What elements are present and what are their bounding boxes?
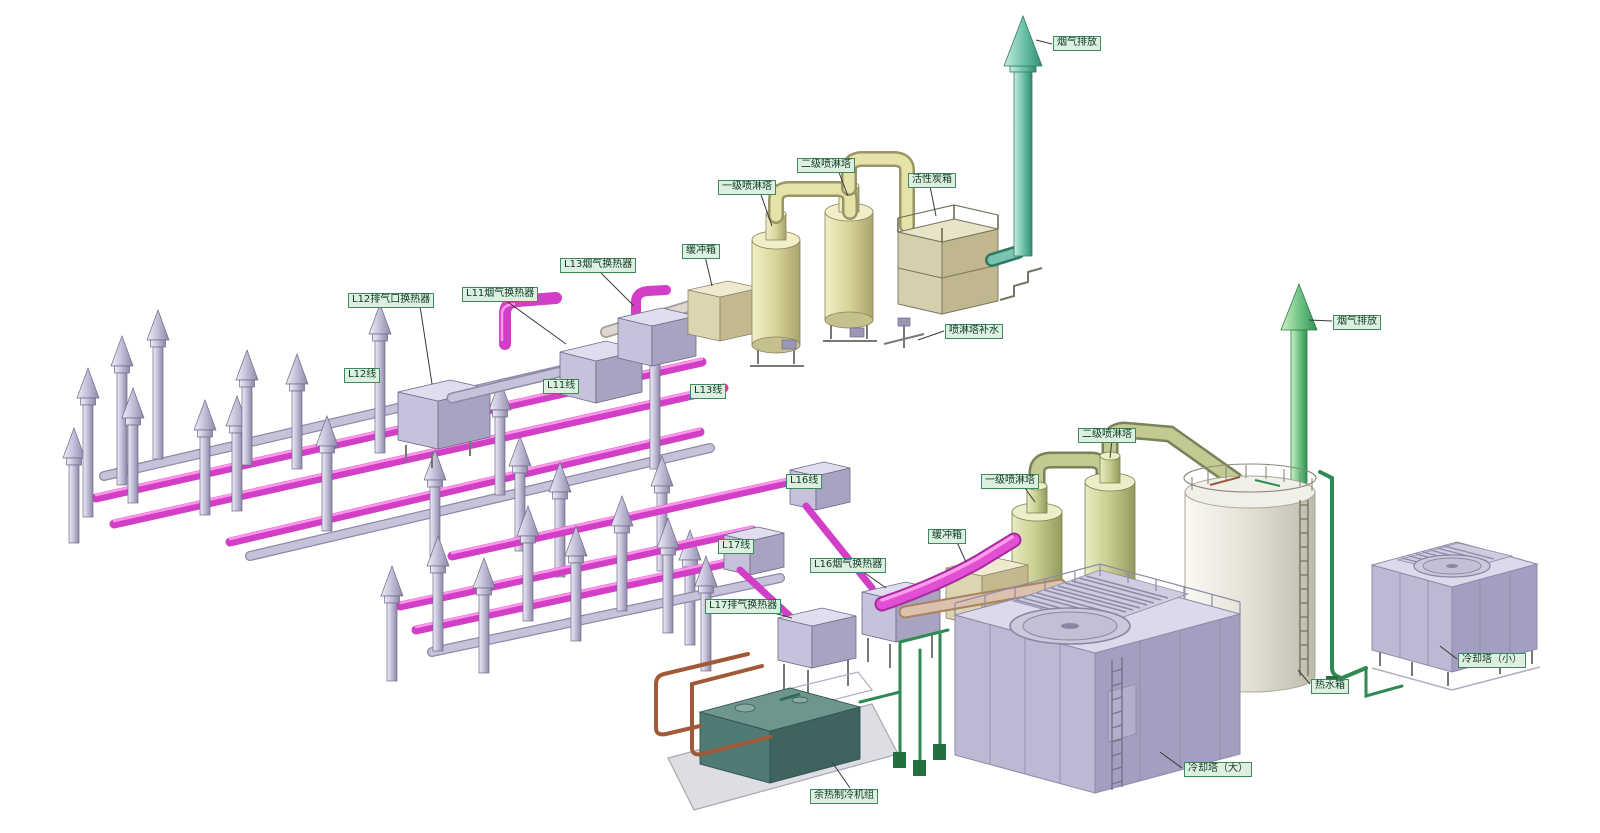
label-spray-tower-makeup-water: 喷淋塔补水 bbox=[945, 324, 1003, 339]
makeup-water-piping bbox=[883, 317, 925, 348]
label-primary-spray-tower-2: 一级喷淋塔 bbox=[981, 474, 1039, 489]
cooling-fan-small bbox=[1413, 554, 1491, 578]
label-hot-water-tank: 热水箱 bbox=[1311, 679, 1349, 694]
label-l12-line: L12线 bbox=[344, 368, 381, 383]
label-l17-line: L17线 bbox=[718, 539, 755, 554]
label-primary-spray-tower-1: 一级喷淋塔 bbox=[718, 180, 776, 195]
label-cooling-tower-large: 冷却塔（大） bbox=[1184, 762, 1252, 777]
label-l13-line: L13线 bbox=[690, 384, 727, 399]
label-l11-line: L11线 bbox=[543, 379, 580, 394]
label-l16-line: L16线 bbox=[786, 474, 823, 489]
waste-heat-chiller-shape bbox=[667, 687, 899, 811]
label-l12-heat-exchanger: L12排气口换热器 bbox=[348, 293, 435, 308]
cooling-fan-large bbox=[1009, 607, 1131, 645]
label-buffer-box-2: 缓冲箱 bbox=[928, 529, 966, 544]
label-waste-heat-chiller: 余热制冷机组 bbox=[810, 789, 878, 804]
label-cooling-tower-small: 冷却塔（小） bbox=[1458, 653, 1526, 668]
label-flue-gas-discharge-top: 烟气排放 bbox=[1053, 36, 1101, 51]
label-secondary-spray-tower-2: 二级喷淋塔 bbox=[1078, 428, 1136, 443]
label-activated-carbon-box: 活性炭箱 bbox=[908, 173, 956, 188]
exhaust-stack-1 bbox=[1003, 14, 1043, 257]
exhaust-stack-2 bbox=[1280, 282, 1318, 516]
upper-process-line bbox=[397, 14, 1043, 468]
label-buffer-box-1: 缓冲箱 bbox=[682, 244, 720, 259]
label-l17-heat-exchanger: L17排气换热器 bbox=[705, 599, 782, 614]
label-l11-heat-exchanger: L11烟气换热器 bbox=[462, 287, 539, 302]
l17-heat-exchanger-box bbox=[766, 607, 874, 714]
l12-heat-exchanger-box bbox=[397, 379, 491, 468]
label-l16-heat-exchanger: L16烟气换热器 bbox=[810, 558, 887, 573]
cooling-tower-small-shape bbox=[1370, 541, 1541, 691]
brown-piping bbox=[654, 652, 772, 757]
buffer-box-1-shape bbox=[687, 280, 761, 342]
label-secondary-spray-tower-1: 二级喷淋塔 bbox=[797, 158, 855, 173]
label-flue-gas-discharge-right: 烟气排放 bbox=[1333, 315, 1381, 330]
activated-carbon-box-shape bbox=[897, 204, 1043, 315]
pump-2 bbox=[849, 327, 865, 338]
lower-pipe-field bbox=[380, 473, 811, 682]
l13-heat-exchanger-box bbox=[617, 307, 697, 367]
pump-1 bbox=[781, 339, 797, 350]
cooling-tower-large-shape bbox=[953, 563, 1242, 794]
label-l13-heat-exchanger: L13烟气换热器 bbox=[560, 258, 637, 273]
green-piping-center bbox=[858, 628, 950, 776]
